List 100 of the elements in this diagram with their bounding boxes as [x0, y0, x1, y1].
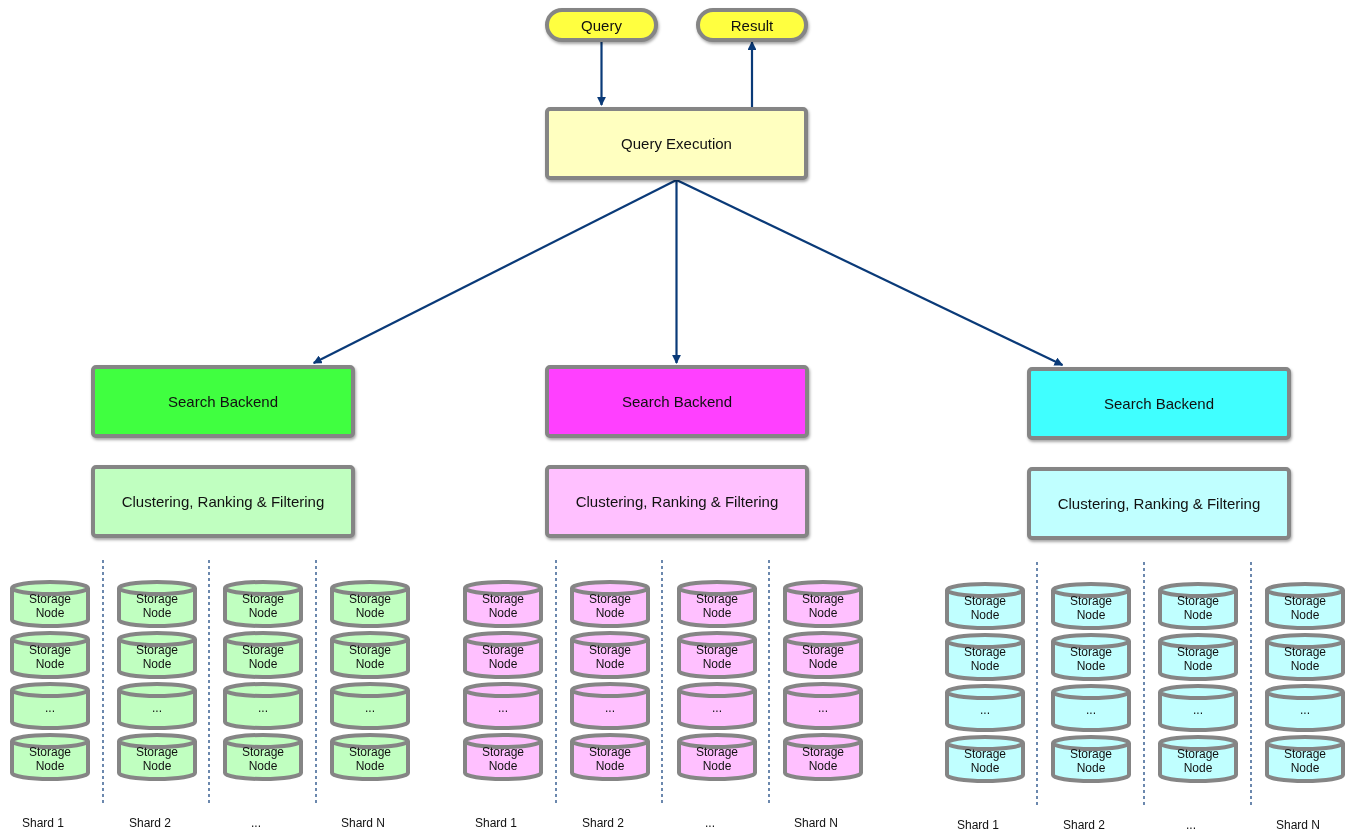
- node-label: Storage Node: [588, 745, 632, 773]
- node-label: ...: [151, 701, 163, 715]
- process-box: [545, 365, 809, 438]
- node-label: Storage Node: [135, 643, 179, 671]
- storage-cylinder: [782, 631, 864, 679]
- storage-cylinder: [676, 733, 758, 781]
- terminal-pill: [545, 8, 658, 42]
- storage-cylinder: [1050, 735, 1132, 783]
- shard-label: Shard N: [341, 816, 385, 830]
- node-label: Storage Node: [963, 594, 1007, 622]
- node-label: Storage Node: [695, 745, 739, 773]
- shard-label: ...: [705, 816, 715, 830]
- node-label: Storage Node: [481, 745, 525, 773]
- shard-label: Shard 1: [22, 816, 64, 830]
- process-box: [545, 107, 808, 180]
- storage-cylinder: [782, 733, 864, 781]
- node-label: Search Backend: [1103, 395, 1215, 412]
- storage-cylinder: [9, 580, 91, 628]
- node-label: Storage Node: [1176, 645, 1220, 673]
- node-label: Storage Node: [695, 643, 739, 671]
- node-label: Storage Node: [963, 645, 1007, 673]
- node-label: ...: [1085, 703, 1097, 717]
- node-label: Storage Node: [801, 592, 845, 620]
- storage-cylinder: [329, 580, 411, 628]
- arrow: [597, 42, 606, 106]
- storage-cylinder: [462, 682, 544, 730]
- node-label: ...: [979, 703, 991, 717]
- node-label: Storage Node: [588, 643, 632, 671]
- node-label: Storage Node: [1176, 594, 1220, 622]
- node-label: ...: [711, 701, 723, 715]
- storage-cylinder: [222, 631, 304, 679]
- node-label: Storage Node: [1069, 645, 1113, 673]
- node-label: Query: [581, 16, 622, 34]
- node-label: Storage Node: [348, 592, 392, 620]
- shard-label: Shard 2: [1063, 818, 1105, 832]
- node-label: Search Backend: [167, 393, 279, 410]
- storage-cylinder: [944, 633, 1026, 681]
- storage-cylinder: [116, 733, 198, 781]
- process-box: [545, 465, 809, 538]
- storage-cylinder: [1050, 684, 1132, 732]
- node-label: Storage Node: [1283, 594, 1327, 622]
- arrow: [672, 180, 681, 364]
- shard-label: Shard 2: [129, 816, 171, 830]
- node-label: Storage Node: [28, 643, 72, 671]
- storage-cylinder: [116, 631, 198, 679]
- node-label: Clustering, Ranking & Filtering: [575, 493, 779, 510]
- node-label: ...: [1299, 703, 1311, 717]
- terminal-pill: [696, 8, 808, 42]
- storage-cylinder: [1157, 684, 1239, 732]
- storage-cylinder: [569, 733, 651, 781]
- node-label: Storage Node: [481, 643, 525, 671]
- node-label: Clustering, Ranking & Filtering: [121, 493, 325, 510]
- storage-cylinder: [1050, 633, 1132, 681]
- node-label: Storage Node: [481, 592, 525, 620]
- storage-cylinder: [222, 733, 304, 781]
- shard-label: ...: [1186, 818, 1196, 832]
- storage-cylinder: [116, 580, 198, 628]
- storage-cylinder: [1157, 735, 1239, 783]
- node-label: Storage Node: [135, 745, 179, 773]
- node-label: Storage Node: [1283, 747, 1327, 775]
- shard-label: Shard N: [794, 816, 838, 830]
- storage-cylinder: [782, 682, 864, 730]
- storage-cylinder: [116, 682, 198, 730]
- node-label: Storage Node: [963, 747, 1007, 775]
- shard-label: ...: [251, 816, 261, 830]
- node-label: Storage Node: [241, 643, 285, 671]
- storage-cylinder: [569, 682, 651, 730]
- storage-cylinder: [569, 580, 651, 628]
- storage-cylinder: [222, 580, 304, 628]
- node-label: ...: [817, 701, 829, 715]
- arrow: [747, 41, 757, 107]
- shard-label: Shard N: [1276, 818, 1320, 832]
- process-box: [1027, 467, 1291, 540]
- node-label: Result: [730, 16, 774, 34]
- storage-cylinder: [1050, 582, 1132, 630]
- storage-cylinder: [9, 631, 91, 679]
- storage-cylinder: [944, 582, 1026, 630]
- storage-cylinder: [782, 580, 864, 628]
- node-label: Storage Node: [801, 745, 845, 773]
- storage-cylinder: [9, 733, 91, 781]
- storage-cylinder: [944, 735, 1026, 783]
- node-label: Storage Node: [348, 745, 392, 773]
- node-label: Storage Node: [1176, 747, 1220, 775]
- storage-cylinder: [1264, 633, 1346, 681]
- storage-cylinder: [462, 733, 544, 781]
- node-label: Storage Node: [695, 592, 739, 620]
- node-label: Clustering, Ranking & Filtering: [1057, 495, 1261, 512]
- node-label: ...: [497, 701, 509, 715]
- node-label: Storage Node: [801, 643, 845, 671]
- storage-cylinder: [944, 684, 1026, 732]
- shard-label: Shard 2: [582, 816, 624, 830]
- node-label: Query Execution: [621, 135, 732, 152]
- storage-cylinder: [329, 631, 411, 679]
- node-label: Storage Node: [1283, 645, 1327, 673]
- node-label: ...: [1192, 703, 1204, 717]
- storage-cylinder: [676, 580, 758, 628]
- arrow: [676, 179, 1064, 366]
- arrow: [312, 179, 677, 364]
- process-box: [91, 365, 355, 438]
- node-label: ...: [604, 701, 616, 715]
